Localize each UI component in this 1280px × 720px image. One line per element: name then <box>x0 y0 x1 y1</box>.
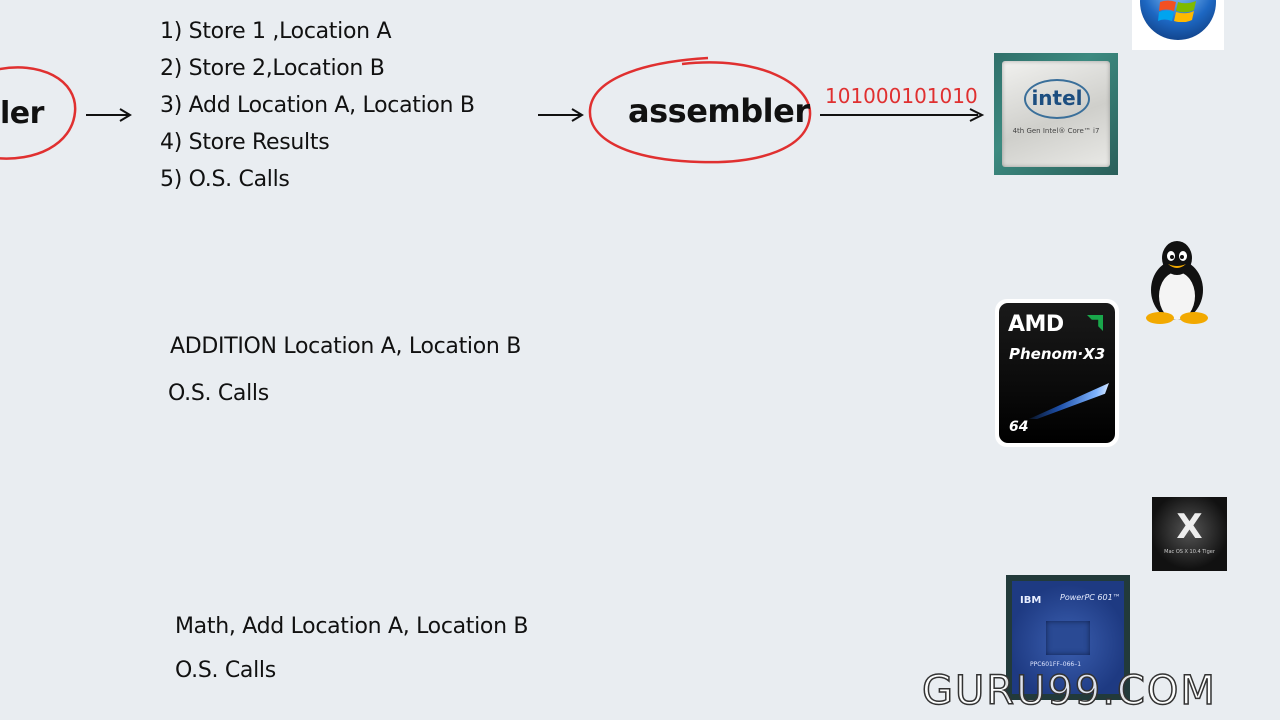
ibm-die <box>1046 621 1090 655</box>
mac-x-letter: X <box>1176 507 1203 547</box>
intel-subtitle: 4th Gen Intel® Core™ i7 <box>1012 127 1100 135</box>
arrow-to-assembler <box>538 108 584 122</box>
linux-tux-icon <box>1146 241 1208 324</box>
instruction-item: 5) O.S. Calls <box>160 167 290 192</box>
ibm-brand: IBM <box>1020 595 1042 606</box>
instruction-list: 1) Store 1 ,Location A 2) Store 2,Locati… <box>160 18 475 203</box>
instruction-item: 4) Store Results <box>160 130 330 155</box>
ibm-os-calls: O.S. Calls <box>175 658 276 683</box>
amd-model: Phenom·X3 <box>1009 345 1106 363</box>
arrow-to-instructions <box>86 108 132 122</box>
mac-os-x-icon: X Mac OS X 10.4 Tiger <box>1152 497 1227 571</box>
amd-os-calls: O.S. Calls <box>168 381 269 406</box>
compiler-label-fragment: ler <box>0 96 44 131</box>
amd-instruction-line: ADDITION Location A, Location B <box>170 334 522 359</box>
amd-cpu-icon: AMD Phenom·X3 64 <box>995 299 1119 447</box>
ibm-instruction-line: Math, Add Location A, Location B <box>175 614 529 639</box>
watermark: GURU99.COM <box>921 667 1217 715</box>
arrow-to-cpu <box>820 108 985 122</box>
intel-logo: intel <box>1024 79 1090 119</box>
amd-arrow-icon <box>1087 315 1103 331</box>
instruction-item: 2) Store 2,Location B <box>160 56 385 81</box>
intel-cpu-icon: intel 4th Gen Intel® Core™ i7 <box>994 53 1118 175</box>
windows-icon <box>1132 0 1224 50</box>
instruction-item: 3) Add Location A, Location B <box>160 93 475 118</box>
mac-subtitle: Mac OS X 10.4 Tiger <box>1164 549 1215 555</box>
ibm-model: PowerPC 601™ <box>1060 593 1121 602</box>
amd-swoosh <box>1029 383 1109 419</box>
ibm-powerpc-icon: IBM PowerPC 601™ PPC601FF–066–1 <box>1006 575 1130 700</box>
binary-code: 101000101010 <box>825 84 978 108</box>
instruction-item: 1) Store 1 ,Location A <box>160 19 392 44</box>
compiler-circle <box>0 66 77 160</box>
assembler-circle <box>588 56 812 164</box>
ibm-part-number: PPC601FF–066–1 <box>1030 661 1082 668</box>
amd-bits: 64 <box>1009 419 1029 435</box>
assembler-label: assembler <box>628 92 810 130</box>
amd-brand: AMD <box>1008 312 1064 337</box>
